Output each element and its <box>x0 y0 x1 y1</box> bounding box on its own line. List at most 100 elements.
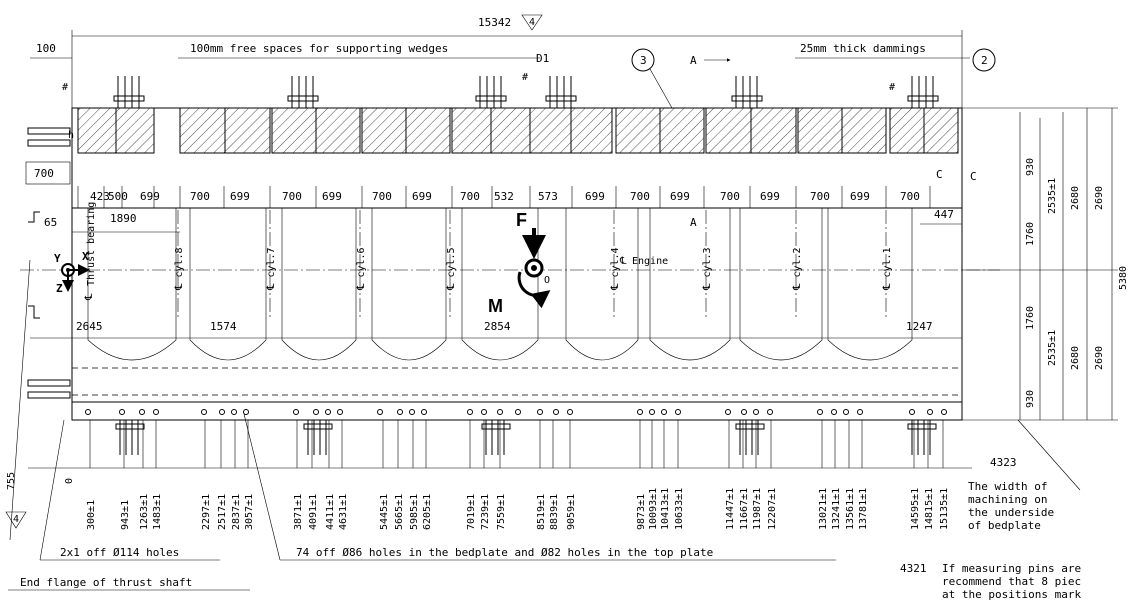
frame-outline <box>827 208 913 361</box>
top-plate-block <box>271 107 361 154</box>
frame-outline <box>461 208 539 361</box>
bottom-dim-label: 7019±1 <box>466 494 477 530</box>
dim-1890: 1890 <box>110 212 137 225</box>
frame-outline <box>87 208 177 361</box>
engine-cl-label: Engine <box>632 256 668 267</box>
tolerance-marker-top: 4 <box>529 17 535 28</box>
bolt-hole <box>139 409 145 415</box>
top-plate-block <box>615 107 705 154</box>
left-dims: 700 65 1890 2645 1574 2854 1247 447 A C … <box>25 161 977 339</box>
bottom-dim-label: 3057±1 <box>244 494 255 530</box>
bottom-dim-label: 11987±1 <box>752 488 763 530</box>
bolt-holes <box>85 76 947 455</box>
bolt-hole <box>243 409 249 415</box>
dim-2854: 2854 <box>484 320 511 333</box>
dim-447: 447 <box>934 208 954 221</box>
bolt-hole <box>637 409 643 415</box>
dim-2645: 2645 <box>76 320 103 333</box>
axis-z: Z <box>56 282 63 295</box>
bolt-hole <box>927 409 933 415</box>
row-dim-label: 700 <box>460 190 480 203</box>
row-dim-label: 700 <box>630 190 650 203</box>
force-moment-symbol: F M O <box>488 210 551 316</box>
bottom-dim-label: 10413±1 <box>660 488 671 530</box>
note-4323-line3: the underside <box>968 506 1054 519</box>
dim-1760-bot: 1760 <box>1025 306 1036 330</box>
bolt-hole <box>231 409 237 415</box>
moment-m-label: M <box>488 296 503 316</box>
hash-mark-right: # <box>889 82 895 93</box>
bedplate-outline <box>9 107 1000 541</box>
cylinder-label: ℄ cyl.7 <box>266 247 277 291</box>
anchor-bolt-group-top <box>731 76 763 108</box>
note-4323-line4: of bedplate <box>968 519 1041 532</box>
bottom-dim-label: 11447±1 <box>725 488 736 530</box>
row-dim-label: 699 <box>412 190 432 203</box>
bolt-hole <box>741 409 747 415</box>
cylinder-label: ℄ cyl.5 <box>446 247 457 291</box>
bolt-hole <box>467 409 473 415</box>
note-4323-num: 4323 <box>990 456 1017 469</box>
bolt-hole <box>201 409 207 415</box>
cylinder-label: ℄ cyl.3 <box>702 247 713 291</box>
zero-mark: 0 <box>64 478 75 484</box>
bolt-hole <box>843 409 849 415</box>
top-plate-block <box>361 107 451 154</box>
anchor-bolt-group-top <box>475 76 507 108</box>
dim-930-top: 930 <box>1025 158 1036 176</box>
bolt-hole <box>675 409 681 415</box>
dim-1760-top: 1760 <box>1025 222 1036 246</box>
dim-5380: 5380 <box>1118 266 1129 290</box>
tolerance-marker-bottom: 4 <box>13 514 19 525</box>
note-4321-num: 4321 <box>900 562 927 575</box>
cylinder-label: ℄ cyl.4 <box>610 247 621 291</box>
dim-2680-top: 2680 <box>1070 186 1081 210</box>
row-dim-label: 699 <box>322 190 342 203</box>
row-dim-label: 700 <box>720 190 740 203</box>
bottom-dim-label: 10093±1 <box>648 488 659 530</box>
bolt-hole <box>409 409 415 415</box>
top-annotations: 100 100mm free spaces for supporting wed… <box>30 42 996 141</box>
item-2-label: 2 <box>981 54 988 67</box>
bolt-hole <box>909 409 915 415</box>
bolt-hole <box>753 409 759 415</box>
bolt-hole <box>857 409 863 415</box>
thrust-bearing-label: Thrust bearing <box>86 202 97 286</box>
bolt-hole <box>219 409 225 415</box>
bottom-dim-label: 13561±1 <box>845 488 856 530</box>
row-dim-label: 700 <box>810 190 830 203</box>
cylinder-label: ℄ cyl.6 <box>356 247 367 291</box>
note-4323-line1: The width of <box>968 480 1047 493</box>
bolt-hole <box>421 409 427 415</box>
bottom-dim-label: 13781±1 <box>858 488 869 530</box>
tolerance-triangle-top <box>521 14 543 31</box>
frame-outline <box>739 208 823 361</box>
row-dim-label: 423 <box>90 190 110 203</box>
bottom-dim-label: 14815±1 <box>924 488 935 530</box>
overall-length-dimension: 15342 4 <box>71 14 963 110</box>
frame-outline <box>649 208 731 361</box>
frame-outline <box>565 208 639 361</box>
dim-1247: 1247 <box>906 320 933 333</box>
bottom-dim-label: 2837±1 <box>231 494 242 530</box>
anchor-bolt-group-top <box>287 76 319 108</box>
bolt-hole <box>817 409 823 415</box>
dim-2535-top: 2535±1 <box>1047 178 1058 214</box>
bolt-hole <box>649 409 655 415</box>
anchor-bolt-group-top <box>113 76 145 108</box>
bottom-left-marks: 755 0 4 <box>5 467 972 529</box>
bolt-hole <box>661 409 667 415</box>
top-plate-block <box>77 107 155 154</box>
row-dim-label: 532 <box>494 190 514 203</box>
section-a-bottom: A <box>690 216 697 229</box>
anchor-bolt-group <box>115 420 145 455</box>
dim-1574: 1574 <box>210 320 237 333</box>
note-4321-line3: at the positions mark <box>942 588 1081 601</box>
bolt-hole <box>397 409 403 415</box>
row-dim-label: 700 <box>372 190 392 203</box>
bottom-dim-label: 9059±1 <box>566 494 577 530</box>
top-plate-block <box>451 107 531 154</box>
dim-2680-bot: 2680 <box>1070 346 1081 370</box>
row-dim-label: 699 <box>760 190 780 203</box>
